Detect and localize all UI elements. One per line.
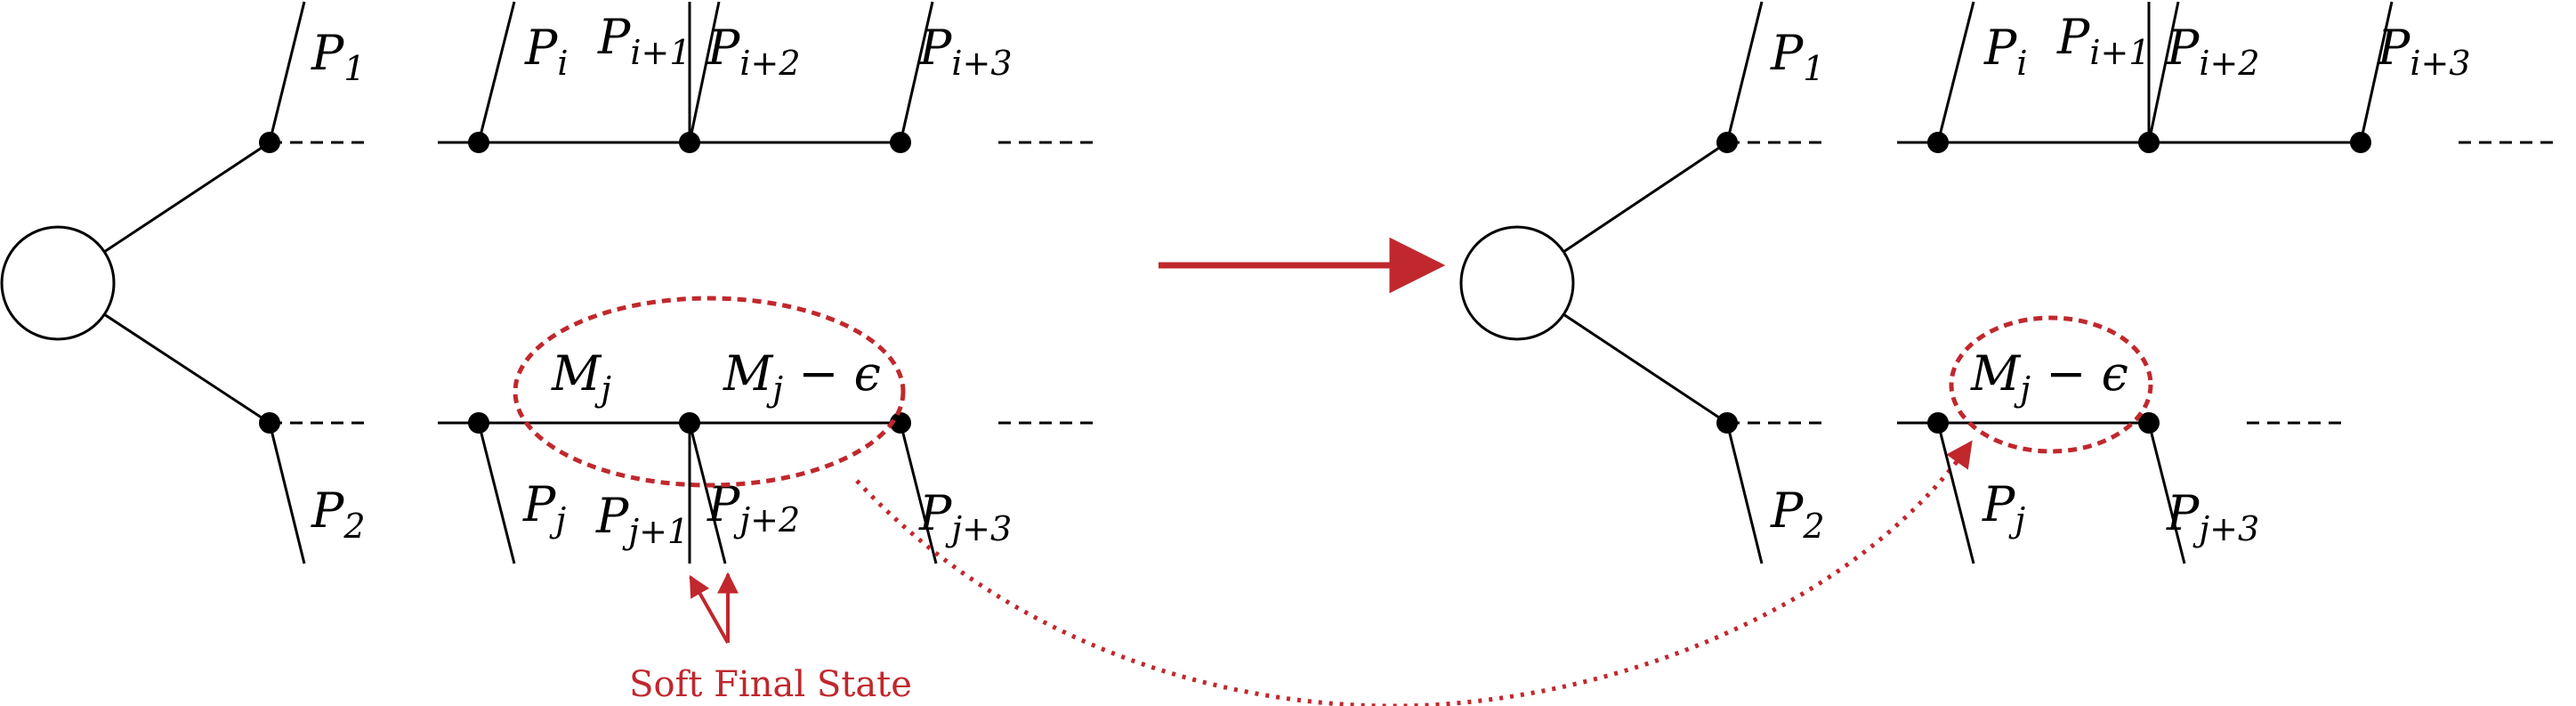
label-p-j: Pj: [522, 476, 566, 540]
top-external-leg: [1725, 1, 1764, 143]
label-p2-right: P2: [1770, 483, 1825, 546]
vertex-dot: [890, 412, 911, 434]
vertex-dot: [2138, 132, 2160, 153]
label-p2-left: P2: [311, 483, 366, 546]
label-p-i3-right: Pi+3: [2377, 20, 2471, 83]
bottom-propagator: [1563, 312, 1728, 425]
left-diagram: [0, 1, 1098, 564]
bottom-external-leg: [268, 422, 306, 564]
label-p-i1: Pi+1: [597, 9, 691, 72]
vertex-dot: [890, 132, 911, 153]
label-p-j2: Pj+2: [707, 476, 800, 540]
vertex-dot: [1927, 412, 1949, 434]
label-mass-mj-eps-left: Mj − ϵ: [723, 345, 881, 409]
label-p-j1: Pj+1: [595, 488, 689, 551]
curved-dotted-arrow-icon: [855, 440, 1974, 706]
leg-p-i3: [899, 1, 934, 143]
label-p-j-right: Pj: [1982, 476, 2025, 540]
vertex-dot: [259, 412, 280, 434]
bottom-external-leg: [1725, 422, 1764, 564]
top-propagator: [1563, 141, 1728, 254]
vertex-blob: [0, 225, 116, 341]
vertex-dot: [1716, 132, 1738, 153]
label-p-i: Pi: [524, 20, 569, 83]
soft-arrow-left: [689, 574, 730, 644]
leg-p-j3: [899, 422, 938, 564]
vertex-dot: [679, 412, 700, 434]
top-external-leg: [268, 1, 306, 143]
label-p1-right: P1: [1770, 25, 1825, 88]
selection-ellipse-right: [1949, 315, 2153, 454]
vertex-dot: [2350, 132, 2371, 153]
vertex-dot: [1927, 132, 1949, 153]
label-p-i-right: Pi: [1983, 20, 2028, 83]
left-vertex-dots: [259, 132, 911, 434]
label-mass-mj: Mj: [551, 345, 611, 409]
vertex-dot: [259, 132, 280, 153]
vertex-blob: [1459, 225, 1575, 341]
bottom-propagator: [103, 312, 271, 425]
leg-p-j2: [688, 422, 727, 564]
leg-p-i: [1936, 1, 1975, 143]
vertex-dot: [2138, 412, 2160, 434]
label-p-i3: Pi+3: [918, 20, 1013, 83]
top-propagator: [103, 141, 271, 254]
leg-p-j: [477, 422, 516, 564]
label-p-j3: Pj+3: [918, 485, 1012, 548]
label-p-i2-right: Pi+2: [2166, 20, 2260, 83]
selection-ellipse-left: [513, 296, 906, 488]
label-p-i2: Pi+2: [707, 20, 801, 83]
label-p-j3-right: Pj+3: [2166, 485, 2259, 548]
leg-p-i2: [2147, 1, 2180, 143]
leg-p-j3: [2147, 422, 2186, 564]
leg-p-j: [1936, 422, 1975, 564]
label-p1-left: P1: [311, 25, 366, 88]
vertex-dot: [468, 132, 489, 153]
soft-final-state-label: Soft Final State: [629, 664, 912, 705]
leg-p-i: [477, 1, 516, 143]
label-mass-mj-eps-right: Mj − ϵ: [1970, 345, 2128, 409]
right-vertex-dots: [1716, 132, 2371, 434]
vertex-dot: [1716, 412, 1738, 434]
leg-p-i2: [688, 1, 721, 143]
label-p-i1-right: Pi+1: [2056, 9, 2151, 72]
vertex-dot: [679, 132, 700, 153]
leg-p-i3: [2359, 1, 2394, 143]
vertex-dot: [468, 412, 489, 434]
